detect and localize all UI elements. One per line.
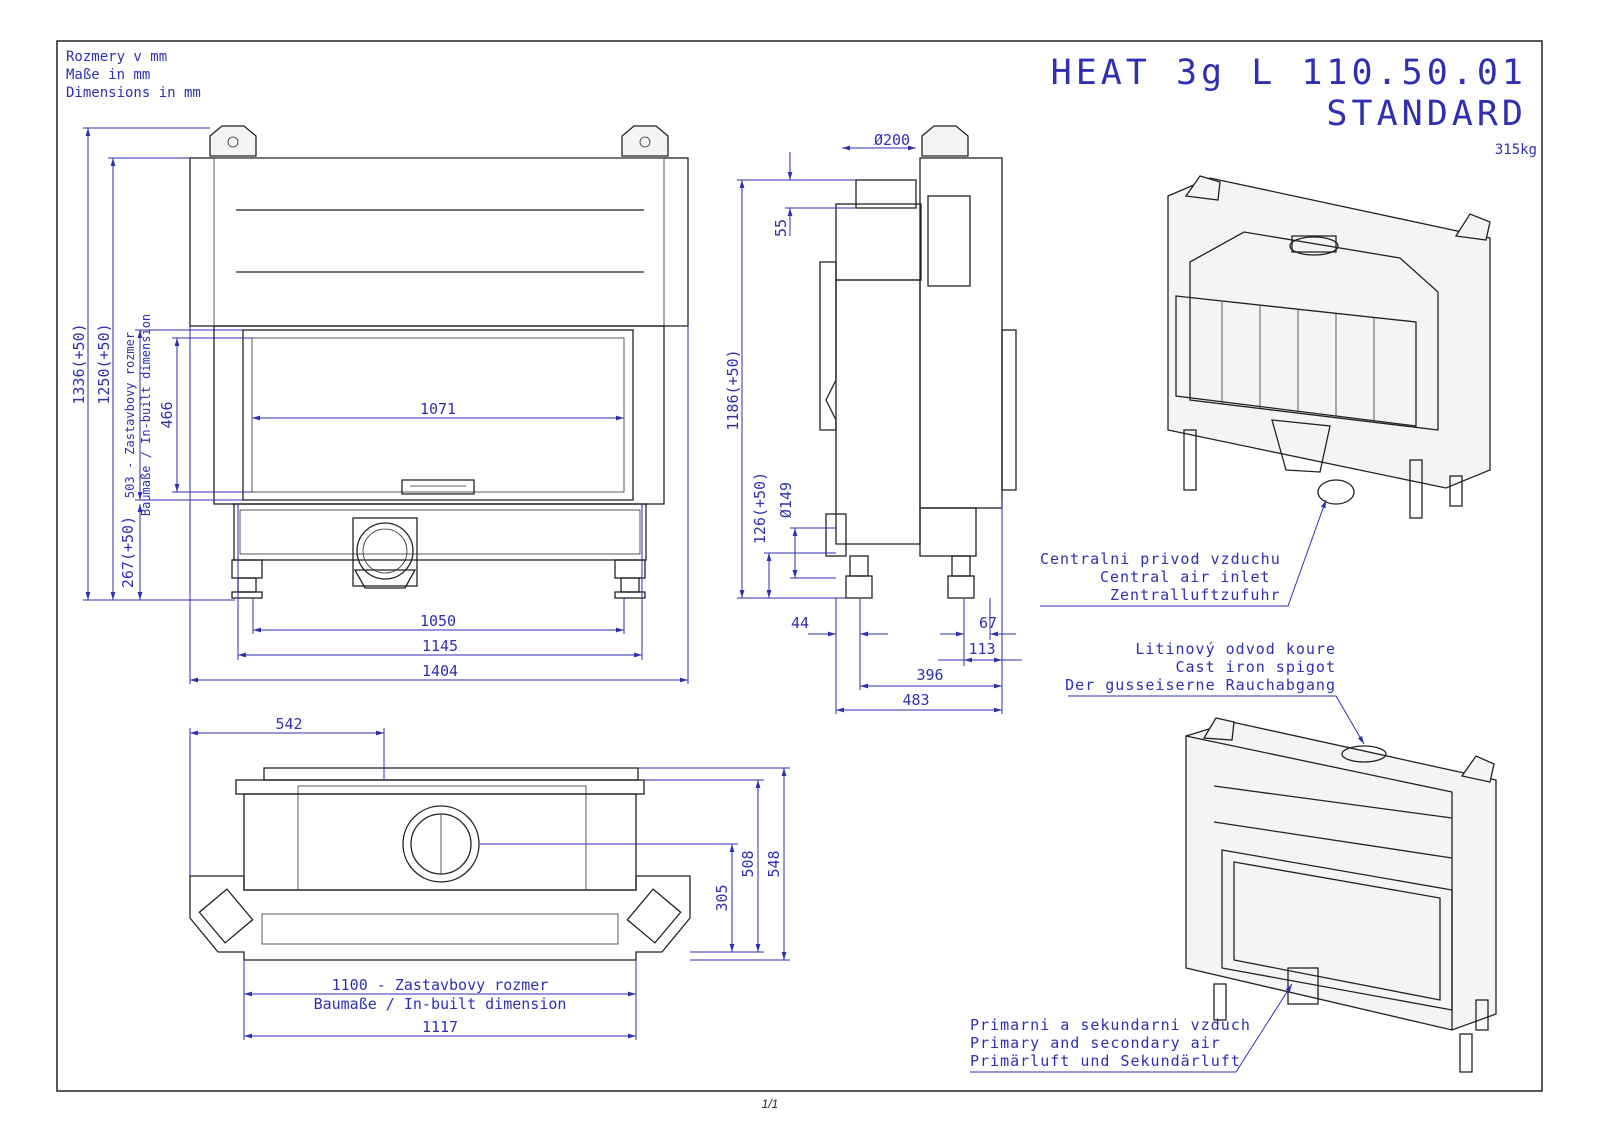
units-line-1: Rozmery v mm xyxy=(66,49,167,65)
dim-legs-width: 1050 xyxy=(420,612,456,630)
dim-glass-width: 1071 xyxy=(420,400,456,418)
units-line-3: Dimensions in mm xyxy=(66,85,201,101)
front-view: 1336(+50) 1250(+50) 503 - Zastavbovy roz… xyxy=(70,125,689,684)
primary-air-de: Primärluft und Sekundärluft xyxy=(970,1052,1241,1070)
spigot-de: Der gusseiserne Rauchabgang xyxy=(1065,676,1336,694)
units-note: Rozmery v mm Maße in mm Dimensions in mm xyxy=(66,49,201,101)
units-line-2: Maße in mm xyxy=(66,67,150,83)
dim-base-height: 267(+50) xyxy=(119,516,137,588)
drawing-title: HEAT 3g L 110.50.01 xyxy=(1051,53,1527,93)
air-inlet-de: Zentralluftzufuhr xyxy=(1110,586,1281,604)
spigot-en: Cast iron spigot xyxy=(1176,658,1337,676)
dim-body-width: 1117 xyxy=(422,1018,458,1036)
dim-air-diameter: Ø149 xyxy=(777,482,795,518)
primary-air-annotation: Primarni a sekundarni vzduch Primary and… xyxy=(970,983,1293,1073)
primary-air-cz: Primarni a sekundarni vzduch xyxy=(970,1016,1251,1034)
dim-center-depth: 305 xyxy=(713,884,731,911)
dim-inbuilt-height: 503 - Zastavbovy rozmer xyxy=(123,332,137,498)
dim-total-width: 1404 xyxy=(422,662,458,680)
iso-front-view xyxy=(1185,717,1497,1073)
dim-door-height: 466 xyxy=(158,401,176,428)
primary-air-en: Primary and secondary air xyxy=(970,1034,1221,1052)
dim-side-c: 113 xyxy=(968,640,995,658)
dim-body-depth: 508 xyxy=(739,850,757,877)
dim-side-b: 67 xyxy=(979,614,997,632)
dim-side-e: 483 xyxy=(902,691,929,709)
spigot-cz: Litinový odvod koure xyxy=(1135,640,1336,658)
side-view: Ø200 55 1186(+50) 126(+50) Ø149 44 67 11… xyxy=(724,125,1022,714)
dim-half-width: 542 xyxy=(275,715,302,733)
weight-label: 315kg xyxy=(1495,142,1537,158)
sheet-border xyxy=(56,40,1543,1092)
dim-inbuilt-width-label: Baumaße / In-built dimension xyxy=(314,995,567,1013)
dim-front-mount-height: 1250(+50) xyxy=(95,323,113,404)
page-number: 1/1 xyxy=(762,1097,779,1111)
iso-rear-view xyxy=(1167,175,1491,519)
dim-front-total-height: 1336(+50) xyxy=(70,323,88,404)
air-inlet-cz: Centralni privod vzduchu xyxy=(1040,550,1281,568)
dim-side-total-height: 1186(+50) xyxy=(724,349,742,430)
dim-total-depth: 548 xyxy=(765,850,783,877)
dim-inbuilt-width: 1100 - Zastavbovy rozmer xyxy=(332,976,549,994)
air-inlet-en: Central air inlet xyxy=(1100,568,1271,586)
spigot-annotation: Litinový odvod koure Cast iron spigot De… xyxy=(1065,640,1365,745)
dim-air-height: 126(+50) xyxy=(751,472,769,544)
dim-inbuilt-height-label: Baumaße / In-built dimension xyxy=(139,314,153,516)
air-inlet-annotation: Centralni privod vzduchu Central air inl… xyxy=(1040,499,1327,607)
dim-side-d: 396 xyxy=(916,666,943,684)
top-view: 542 548 508 305 1100 - Zastavbovy rozmer… xyxy=(189,715,790,1040)
dim-top-height: 55 xyxy=(772,219,790,237)
dim-spigot-diameter: Ø200 xyxy=(874,131,910,149)
dim-frame-width: 1145 xyxy=(422,637,458,655)
dim-side-a: 44 xyxy=(791,614,809,632)
drawing-subtitle: STANDARD xyxy=(1326,94,1527,134)
